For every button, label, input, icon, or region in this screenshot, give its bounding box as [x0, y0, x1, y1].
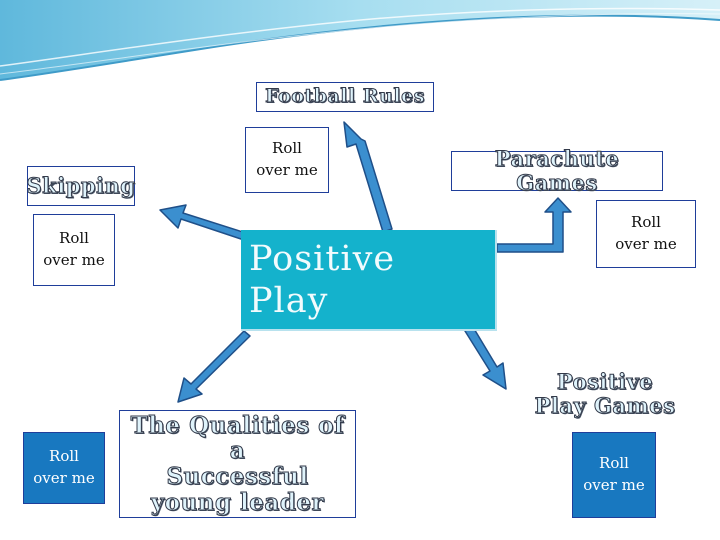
- roll-over-right-line-1: Roll: [631, 213, 661, 232]
- parachute-games-label: Parachute Games: [494, 146, 620, 195]
- roll-over-box-bottom-right[interactable]: Roll over me: [572, 432, 656, 518]
- positive-play-games-line-1: Positive: [556, 369, 654, 395]
- center-title: Positive Play: [249, 238, 395, 322]
- roll-over-box-top[interactable]: Roll over me: [245, 127, 329, 193]
- arrow-to-parachute-games: [496, 197, 572, 253]
- parachute-games-box: Parachute Games: [451, 147, 663, 195]
- skipping-label: Skipping: [26, 173, 136, 199]
- header-wave-decoration: [0, 0, 720, 81]
- football-rules-box: Football Rules: [256, 82, 434, 112]
- football-rules-label: Football Rules: [265, 85, 425, 108]
- positive-play-games-label: Positive Play Games: [530, 365, 680, 423]
- roll-over-bottom-left-line-2: over me: [33, 469, 95, 487]
- roll-over-bottom-right-line-1: Roll: [599, 454, 629, 473]
- roll-over-left-line-1: Roll: [59, 229, 89, 248]
- center-title-line-2: Play: [249, 281, 329, 321]
- roll-over-top-line-2: over me: [256, 161, 318, 179]
- positive-play-games-line-2: Play Games: [534, 393, 676, 418]
- roll-over-box-left[interactable]: Roll over me: [33, 214, 115, 286]
- skipping-box: Skipping: [26, 166, 136, 206]
- center-positive-play-box: Positive Play: [241, 230, 497, 331]
- qualities-box: The Qualities of a Successful young lead…: [119, 410, 356, 518]
- qualities-line-3: young leader: [150, 488, 325, 516]
- roll-over-right-line-2: over me: [615, 235, 677, 253]
- qualities-line-2: Successful: [166, 463, 309, 490]
- arrow-to-qualities: [177, 330, 251, 403]
- roll-over-box-bottom-left[interactable]: Roll over me: [23, 432, 105, 504]
- roll-over-left-line-2: over me: [43, 251, 105, 269]
- center-title-line-1: Positive: [249, 239, 396, 279]
- qualities-line-1: The Qualities of a: [130, 411, 345, 465]
- arrow-to-positive-play-games: [464, 326, 507, 390]
- roll-over-bottom-left-line-1: Roll: [49, 447, 79, 466]
- roll-over-bottom-right-line-2: over me: [583, 476, 645, 494]
- roll-over-top-line-1: Roll: [272, 139, 302, 158]
- roll-over-box-right[interactable]: Roll over me: [596, 200, 696, 268]
- arrow-to-football-rules: [343, 121, 393, 233]
